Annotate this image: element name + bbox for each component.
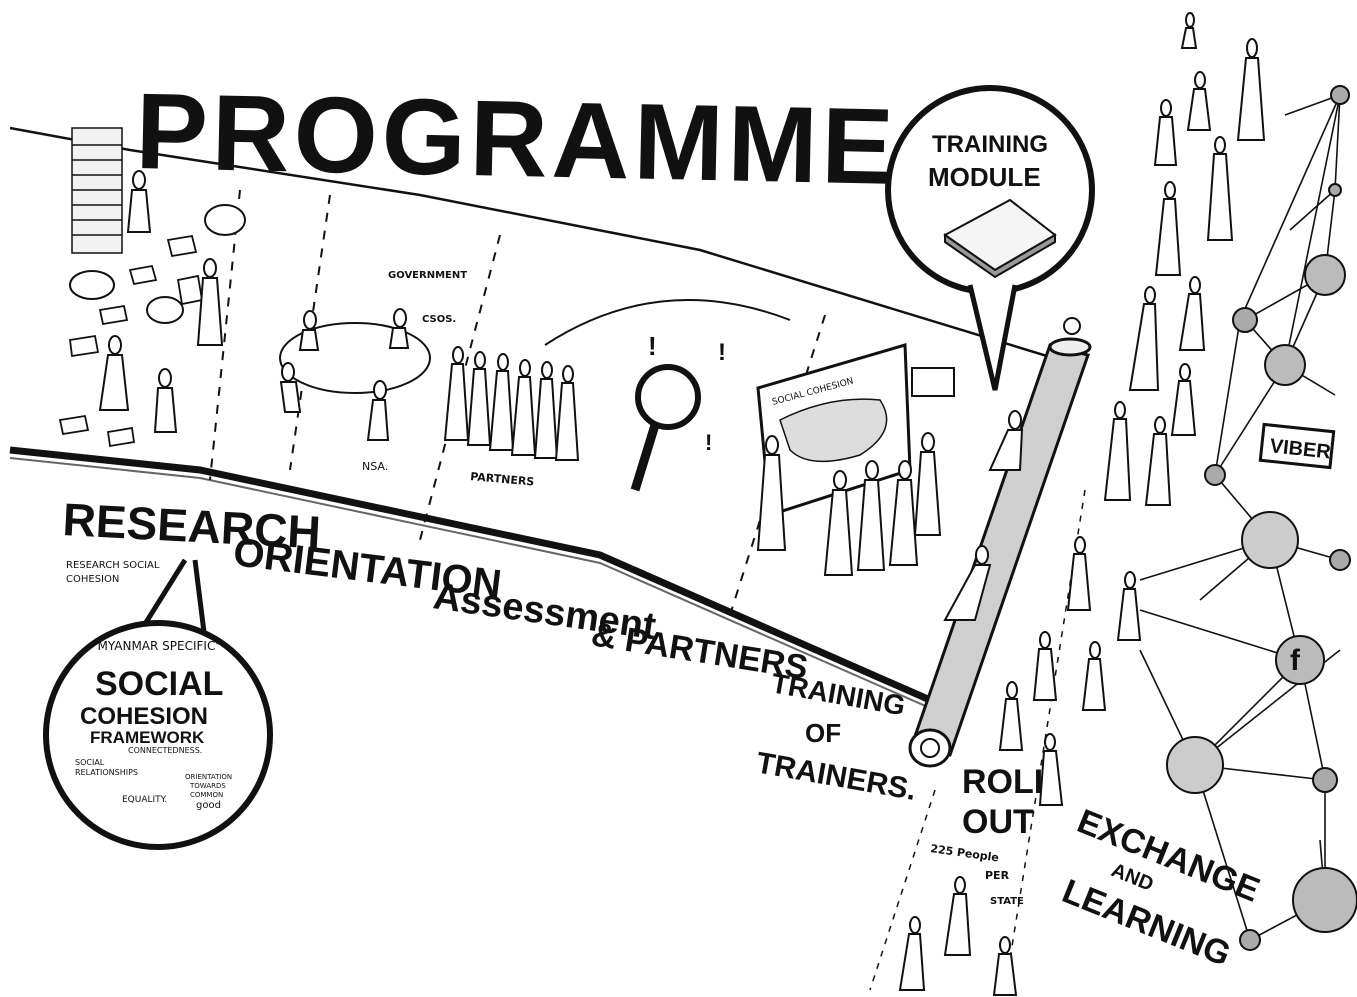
training-module-line1: TRAINING (932, 131, 1048, 158)
rollout-detail2: PER (985, 869, 1010, 882)
stage-dividers (209, 189, 826, 616)
meeting-table-icon (279, 308, 431, 441)
programme-title: PROGRAMME (135, 70, 899, 207)
label-csos: CSOS. (422, 314, 456, 325)
label-partners: PARTNERS (470, 470, 535, 489)
research-figures (98, 170, 224, 433)
partners-group (443, 346, 580, 461)
framework-item-orientation: ORIENTATION (185, 773, 232, 781)
notebook-icon (943, 198, 1057, 279)
svg-text:!: ! (648, 331, 657, 361)
document-stack-icon (71, 127, 123, 254)
stage-of-label: OF (805, 718, 841, 748)
label-government: GOVERNMENT (388, 270, 467, 281)
stage-trainers-label: TRAINERS. (754, 746, 919, 807)
facebook-icon: f (1290, 644, 1301, 677)
magnifying-glass-icon: ! ! ! (544, 299, 791, 492)
framework-title-line1: SOCIAL (95, 665, 223, 703)
framework-item-common: COMMON (190, 791, 223, 799)
framework-title-line3: FRAMEWORK (90, 728, 205, 747)
framework-callout (43, 558, 273, 850)
rollout-detail1: 225 People (930, 842, 1000, 864)
framework-item-social: SOCIAL (75, 758, 105, 767)
rollout-dividers (869, 489, 1086, 991)
speech-bubble-icons (69, 204, 246, 324)
note-card-icon (911, 367, 955, 397)
viber-sign: VIBER (1258, 422, 1336, 470)
framework-item-relationships: RELATIONSHIPS (75, 768, 138, 777)
framework-item-equality: EQUALITY. (122, 795, 167, 805)
rollout-people (898, 410, 1142, 996)
research-note-line2: COHESION (66, 574, 119, 585)
framework-tag: "MYANMAR SPECIFIC" (92, 639, 221, 653)
research-note-line1: RESEARCH SOCIAL (66, 560, 160, 571)
label-nsa: NSA. (362, 460, 388, 473)
rollout-line1: ROLL (962, 763, 1055, 801)
training-module-line2: MODULE (928, 162, 1041, 192)
framework-item-connectedness: CONNECTEDNESS. (128, 746, 202, 755)
framework-item-good: good (196, 800, 221, 811)
framework-title-line2: COHESION (80, 703, 208, 730)
stage-training-label: TRAINING (769, 667, 908, 721)
trainees-group (756, 432, 942, 576)
svg-text:!: ! (718, 339, 726, 366)
network-nodes (1166, 85, 1357, 951)
rollout-line2: OUT (962, 803, 1034, 841)
scroll-icon (908, 317, 1092, 768)
paper-icons (58, 234, 204, 448)
crowd-figures (1103, 12, 1266, 506)
svg-text:!: ! (705, 430, 712, 455)
framework-item-towards: TOWARDS (189, 782, 226, 790)
rollout-detail3: STATE (990, 896, 1024, 907)
